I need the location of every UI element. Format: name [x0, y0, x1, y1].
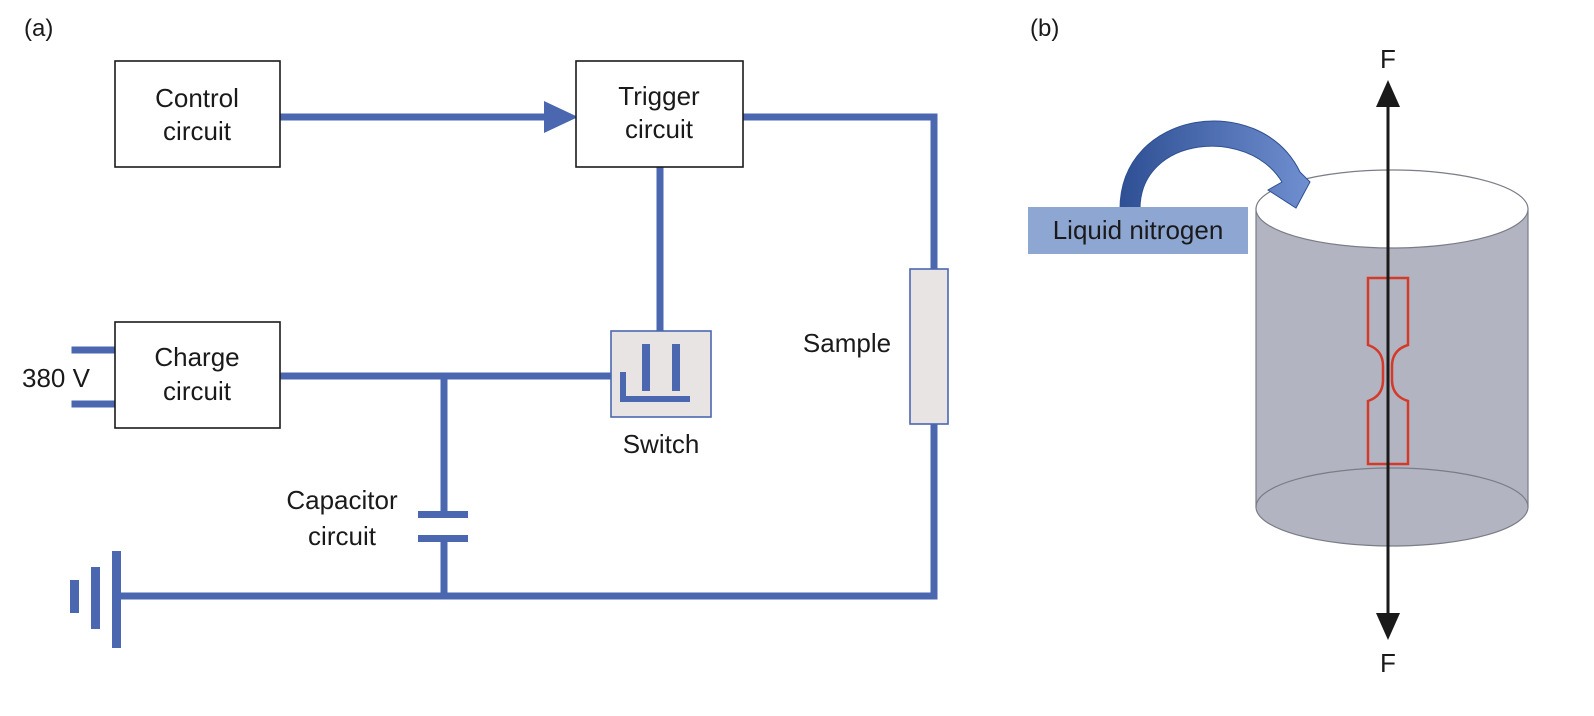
switch-label: Switch	[623, 429, 700, 459]
trigger-circuit-label-line2: circuit	[625, 114, 694, 144]
charge-circuit-label-line1: Charge	[154, 342, 239, 372]
panel-b-tag: (b)	[1030, 15, 1059, 42]
capacitor-label-line2: circuit	[308, 521, 377, 551]
control-circuit-label-line2: circuit	[163, 116, 232, 146]
trigger-circuit-label-line1: Trigger	[618, 81, 700, 111]
capacitor-symbol	[418, 511, 468, 542]
capacitor-circuit-label: Capacitor circuit	[286, 485, 398, 551]
force-arrow-up-icon	[1376, 80, 1400, 107]
panel-a-tag: (a)	[24, 15, 53, 42]
signal-arrowhead	[544, 101, 578, 133]
charge-circuit-block: Charge circuit	[114, 321, 281, 429]
force-label-bottom: F	[1380, 648, 1396, 678]
pour-arrow-icon	[1119, 120, 1311, 210]
sample-element: Sample	[803, 268, 949, 425]
voltage-label: 380 V	[22, 363, 91, 393]
circuit-wires	[71, 113, 938, 600]
liquid-nitrogen-tag: Liquid nitrogen	[1028, 207, 1248, 254]
sample-label: Sample	[803, 328, 891, 358]
control-circuit-block: Control circuit	[114, 60, 281, 168]
trigger-circuit-block: Trigger circuit	[575, 60, 744, 168]
charge-circuit-label-line2: circuit	[163, 376, 232, 406]
dogbone-specimen	[1366, 276, 1410, 466]
force-label-top: F	[1380, 44, 1396, 74]
capacitor-label-line1: Capacitor	[286, 485, 398, 515]
switch-block: Switch	[610, 330, 712, 459]
ground-symbol	[70, 551, 121, 648]
force-arrow-down-icon	[1376, 613, 1400, 640]
liquid-nitrogen-label: Liquid nitrogen	[1053, 215, 1224, 245]
control-circuit-label-line1: Control	[155, 83, 239, 113]
force-axis: F F	[1376, 44, 1400, 678]
